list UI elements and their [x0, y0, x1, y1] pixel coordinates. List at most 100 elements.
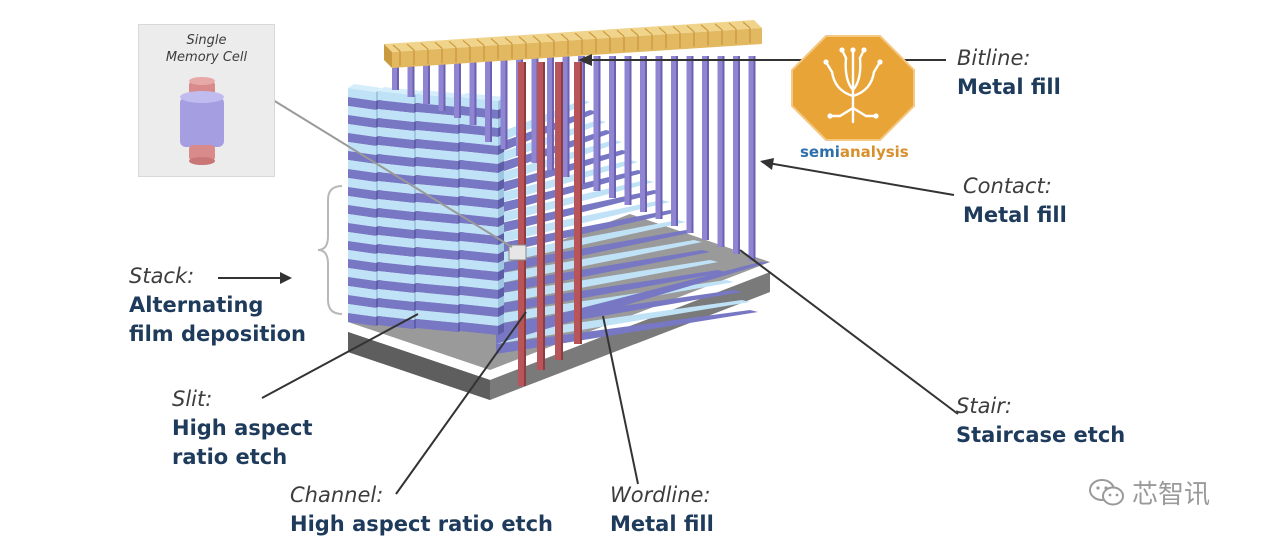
slit-label: Slit: High aspect ratio etch	[172, 385, 313, 472]
contact-pillar	[624, 56, 632, 205]
stack-layer-side	[498, 170, 504, 182]
stack-layer	[348, 124, 376, 137]
contact-pillar	[454, 56, 461, 118]
stack-layer	[348, 151, 376, 164]
stack-layer-side	[498, 188, 504, 200]
bitline-desc: Metal fill	[957, 75, 1061, 99]
contact-pillar	[531, 56, 539, 163]
stack-layer-side	[498, 296, 504, 308]
stack-layer	[378, 235, 414, 248]
bitline-groove	[490, 38, 499, 46]
slit-pointer	[261, 313, 419, 399]
stack-layer-side	[498, 197, 504, 209]
stack-layer	[460, 178, 498, 191]
contact-pillar	[423, 56, 430, 104]
stack-layer-side	[498, 287, 504, 299]
contact-arrowhead	[760, 158, 774, 170]
stair-title: Stair:	[956, 394, 1012, 418]
stack-layer	[378, 109, 414, 122]
wordline-pointer	[602, 315, 639, 485]
stack-layer-side	[498, 269, 504, 281]
stack-layer	[416, 319, 458, 332]
contact-pillar	[485, 56, 492, 142]
stack-layer	[378, 307, 414, 320]
stack-layer	[416, 265, 458, 278]
stack-layer	[416, 238, 458, 251]
contact-pillar	[469, 56, 477, 125]
stack-layer-side	[498, 161, 504, 173]
bitline-groove	[672, 26, 681, 34]
slit-desc-line1: High aspect	[172, 416, 313, 440]
stack-layer	[416, 148, 458, 161]
contact-pillar	[655, 56, 663, 219]
bitline-groove	[588, 31, 597, 39]
stack-layer	[460, 151, 498, 164]
contact-pillar	[702, 56, 709, 240]
stack-layer	[416, 292, 458, 305]
stack-layer	[378, 298, 414, 311]
stack-layer	[416, 220, 458, 233]
bitline-groove	[448, 40, 457, 48]
memory-cell-inset: Single Memory Cell	[138, 24, 275, 177]
stack-layer	[348, 187, 376, 200]
bitline-groove	[462, 39, 471, 47]
stack-layer	[348, 304, 376, 317]
contact-pillar	[438, 56, 446, 111]
stack-layer	[348, 232, 376, 245]
stack-layer	[460, 196, 498, 209]
bitline-groove	[420, 42, 429, 50]
stack-layer-side	[498, 179, 504, 191]
stack-layer	[416, 139, 458, 152]
watermark: 芯智讯	[1088, 474, 1210, 511]
bitline-groove	[476, 39, 485, 46]
contact-pillar-shade	[676, 56, 678, 226]
stack-layer	[460, 187, 498, 200]
contact-pillar	[671, 56, 678, 226]
stair-step	[496, 270, 726, 314]
channel-pillar-shade	[524, 62, 526, 386]
contact-pillar-shade	[738, 56, 740, 254]
contact-pillar	[748, 56, 756, 261]
pointer-lines	[218, 59, 959, 495]
stack-desc-line2: film deposition	[129, 322, 307, 346]
stack-layer-side	[498, 260, 504, 272]
stack-layer	[348, 286, 376, 299]
contact-pillar	[562, 56, 570, 177]
bitline-groove	[728, 22, 737, 30]
bitline-groove	[644, 27, 653, 35]
stack-layer	[460, 241, 498, 254]
contact-pillar-shade	[583, 56, 585, 184]
stair-step	[496, 240, 702, 284]
semianalysis-logo	[791, 35, 915, 141]
logo-wordmark-part2: analysis	[839, 143, 909, 161]
stack-layer-side	[498, 152, 504, 164]
stack-layer	[460, 286, 498, 299]
channel-pillar-shade	[561, 62, 563, 360]
stack-layer	[416, 193, 458, 206]
contact-pillar-shade	[614, 56, 616, 198]
bitline-groove	[742, 21, 751, 29]
contact-pillar	[609, 56, 616, 198]
bitline-groove	[546, 34, 555, 42]
bitline-groove	[532, 35, 541, 43]
stack-layer	[378, 271, 414, 284]
stack-layer	[416, 157, 458, 170]
stack-layer-side	[498, 242, 504, 254]
stack-layer	[378, 145, 414, 158]
bitline-groove	[434, 41, 443, 49]
contact-pillar-shade	[707, 56, 709, 240]
stack-layer	[416, 283, 458, 296]
memory-cell-title: Single Memory Cell	[139, 32, 274, 66]
channel-pillar	[574, 62, 582, 344]
stack-label: Stack: Alternating film deposition	[129, 262, 306, 349]
bitline-groove	[574, 32, 583, 40]
stack-layer	[348, 133, 376, 146]
stair-step	[496, 230, 694, 274]
stack-layer	[416, 274, 458, 287]
contact-pillar	[547, 56, 554, 170]
stack-layer-side	[498, 215, 504, 227]
stack-desc-line1: Alternating	[129, 293, 264, 317]
bitline-groove	[686, 25, 695, 33]
bitline-groove	[392, 44, 401, 52]
